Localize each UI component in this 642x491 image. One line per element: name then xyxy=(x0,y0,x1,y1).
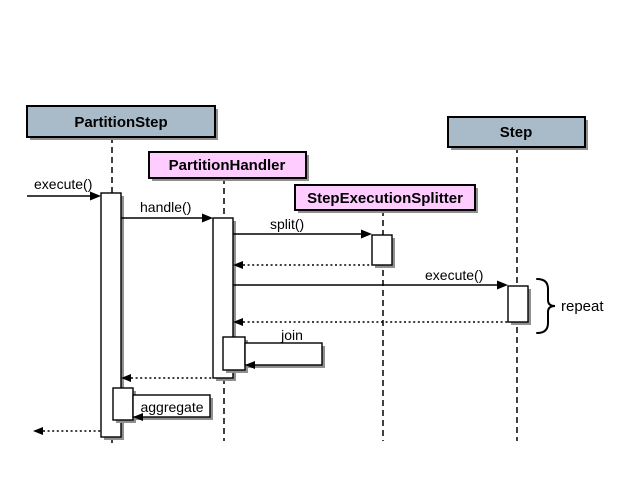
arrowhead-left-icon xyxy=(133,413,143,421)
message-label-aggregate: aggregate xyxy=(140,399,203,415)
message-handle: handle() xyxy=(121,199,213,223)
actor-partitionhandler: PartitionHandler xyxy=(148,151,309,181)
arrowhead-left-icon xyxy=(233,261,243,269)
activation-bar xyxy=(222,336,246,371)
message-execute-step: execute() xyxy=(233,267,508,290)
arrowhead-left-icon xyxy=(233,318,243,326)
actor-label-partitionhandler: PartitionHandler xyxy=(169,157,286,174)
activation-stepexecutionsplitter xyxy=(371,234,395,268)
activation-bar xyxy=(112,387,134,421)
actor-box xyxy=(447,116,586,148)
actor-stepexecutionsplitter: StepExecutionSplitter xyxy=(294,184,478,213)
actor-partitionstep: PartitionStep xyxy=(26,105,218,140)
arrowhead-left-icon xyxy=(33,427,43,435)
arrowhead-right-icon xyxy=(90,191,101,201)
actor-box xyxy=(26,105,216,138)
self-message-join: join xyxy=(244,327,325,369)
self-message-aggregate: aggregate xyxy=(132,394,213,421)
activation-step xyxy=(507,285,531,325)
arrowhead-left-icon xyxy=(121,374,131,382)
repeat-label: repeat xyxy=(561,298,604,315)
arrowhead-right-icon xyxy=(361,229,372,239)
arrowhead-right-icon xyxy=(202,213,213,223)
actor-step: Step xyxy=(447,116,588,150)
message-label-handle: handle() xyxy=(140,199,191,215)
arrowhead-left-icon xyxy=(245,361,255,369)
message-execute-partitionstep: execute() xyxy=(27,176,101,201)
return-partitionstep-to-start xyxy=(33,427,101,435)
activation-bar xyxy=(507,285,529,323)
actor-box xyxy=(294,184,476,211)
arrowhead-right-icon xyxy=(497,280,508,290)
actor-label-stepexecutionsplitter: StepExecutionSplitter xyxy=(307,190,463,207)
self-message-box xyxy=(244,342,323,366)
activation-aggregate-nested xyxy=(112,387,136,423)
actor-label-step: Step xyxy=(500,124,533,141)
return-step-to-handler xyxy=(233,318,508,326)
activation-bar xyxy=(100,192,122,438)
repeat-brace-icon xyxy=(536,278,556,334)
message-label-split: split() xyxy=(270,216,304,232)
actor-box xyxy=(148,151,307,179)
return-handler-to-partitionstep xyxy=(121,374,212,382)
message-split: split() xyxy=(233,216,372,239)
repeat-annotation: repeat xyxy=(536,278,604,334)
activation-join-nested xyxy=(222,336,248,373)
actor-label-partitionstep: PartitionStep xyxy=(74,114,167,131)
return-splitter-to-handler xyxy=(233,261,372,269)
activation-partitionstep xyxy=(100,192,124,440)
activation-bar xyxy=(371,234,393,266)
message-label-execute-2: execute() xyxy=(425,267,483,283)
message-label-join: join xyxy=(280,327,303,343)
message-label-execute-1: execute() xyxy=(34,176,92,192)
self-message-box xyxy=(132,394,211,418)
